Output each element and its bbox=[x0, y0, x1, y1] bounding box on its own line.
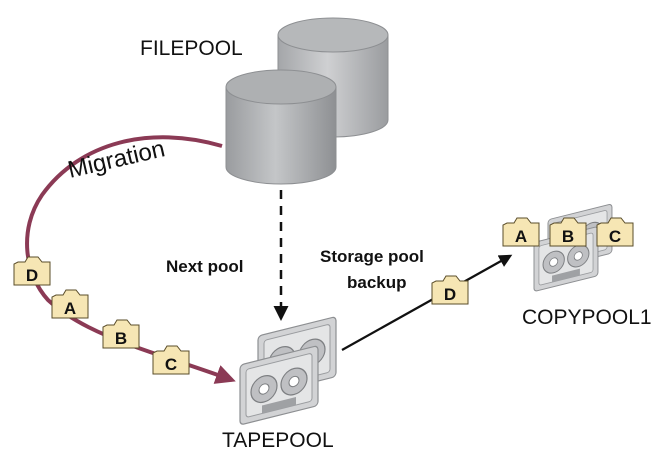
copypool-file-c: C bbox=[596, 217, 634, 247]
filepool-label: FILEPOOL bbox=[140, 37, 243, 60]
migration-file-b: B bbox=[102, 319, 140, 349]
copypool-label: COPYPOOL1 bbox=[522, 306, 652, 329]
backup-file-d: D bbox=[431, 275, 469, 305]
svg-text:A: A bbox=[515, 227, 527, 246]
filepool-disk-front bbox=[225, 69, 337, 185]
copypool-file-b: B bbox=[549, 217, 587, 247]
backup-label: backup bbox=[347, 273, 407, 292]
svg-text:A: A bbox=[64, 299, 76, 318]
migration-file-c: C bbox=[152, 345, 190, 375]
svg-text:D: D bbox=[444, 285, 456, 304]
migration-file-a: A bbox=[51, 289, 89, 319]
svg-text:B: B bbox=[115, 329, 127, 348]
svg-text:B: B bbox=[562, 227, 574, 246]
tapepool-label: TAPEPOOL bbox=[222, 429, 334, 452]
tapepool-cartridges bbox=[239, 315, 337, 426]
copypool-file-a: A bbox=[502, 217, 540, 247]
storage-pool-label: Storage pool bbox=[320, 247, 424, 266]
backup-arrow bbox=[341, 254, 513, 351]
next-pool-label: Next pool bbox=[166, 257, 243, 276]
svg-text:D: D bbox=[26, 266, 38, 285]
migration-file-d: D bbox=[13, 256, 51, 286]
svg-text:C: C bbox=[165, 355, 177, 374]
copypool-cartridges bbox=[533, 203, 613, 293]
svg-text:C: C bbox=[609, 227, 621, 246]
